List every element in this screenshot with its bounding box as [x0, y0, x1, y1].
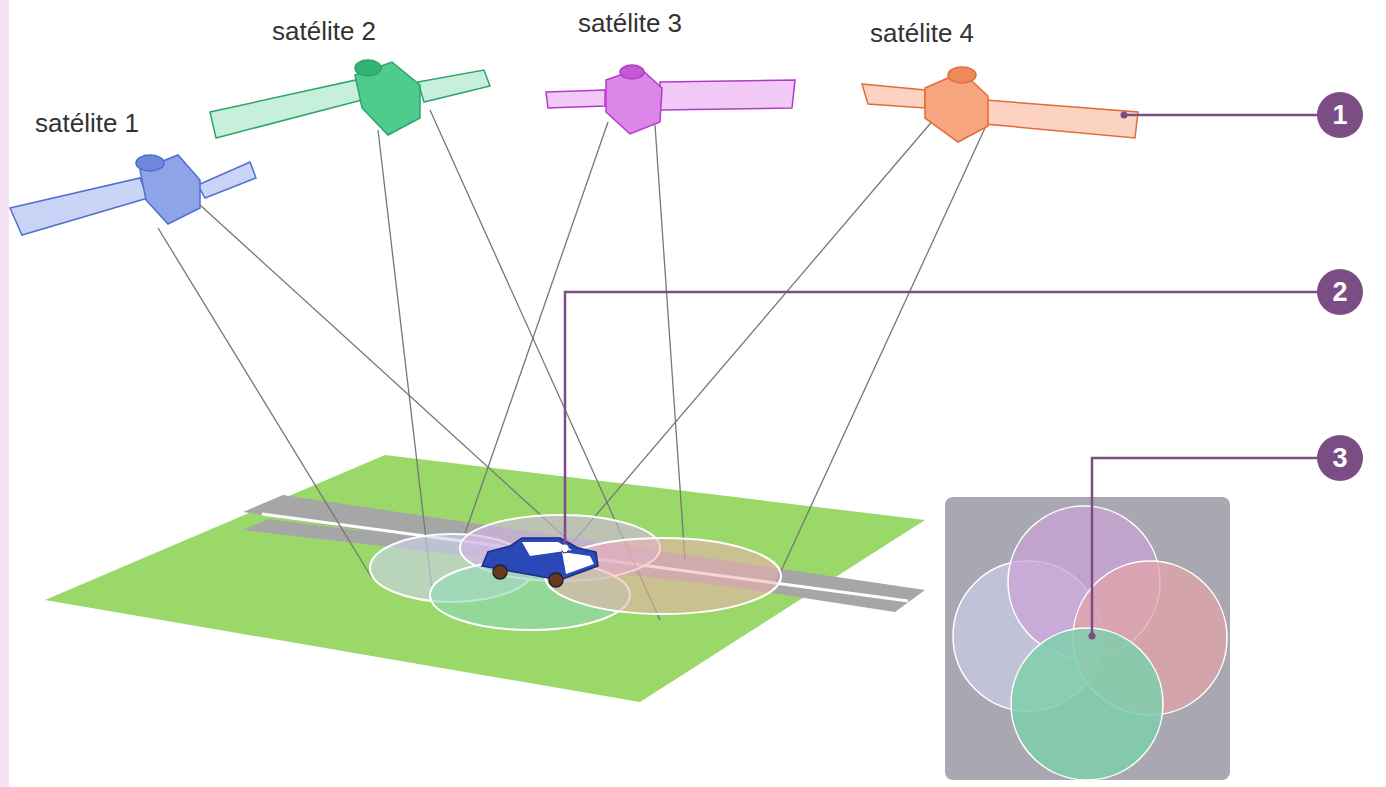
- inset-panel: [945, 497, 1230, 780]
- satellite-4: [862, 67, 1138, 142]
- inset-circles: [953, 506, 1227, 780]
- satellite-label: satélite 4: [870, 18, 974, 49]
- satellite-label: satélite 2: [272, 16, 376, 47]
- satellite-2: [210, 60, 490, 138]
- range-circles: [370, 515, 781, 630]
- satellite-3: [546, 65, 795, 134]
- signal-lines: [158, 110, 985, 620]
- callout-circles: [562, 92, 1364, 640]
- side-strip: [0, 0, 9, 787]
- satellite-1: [10, 155, 256, 235]
- callout-number: 1: [1318, 93, 1362, 137]
- callout-number: 2: [1318, 270, 1362, 314]
- satellite-label: satélite 1: [35, 108, 139, 139]
- callout-number: 3: [1318, 436, 1362, 480]
- ground: [45, 455, 925, 702]
- satellite-label: satélite 3: [578, 8, 682, 39]
- leader-lines: [565, 115, 1318, 636]
- car: [482, 538, 598, 587]
